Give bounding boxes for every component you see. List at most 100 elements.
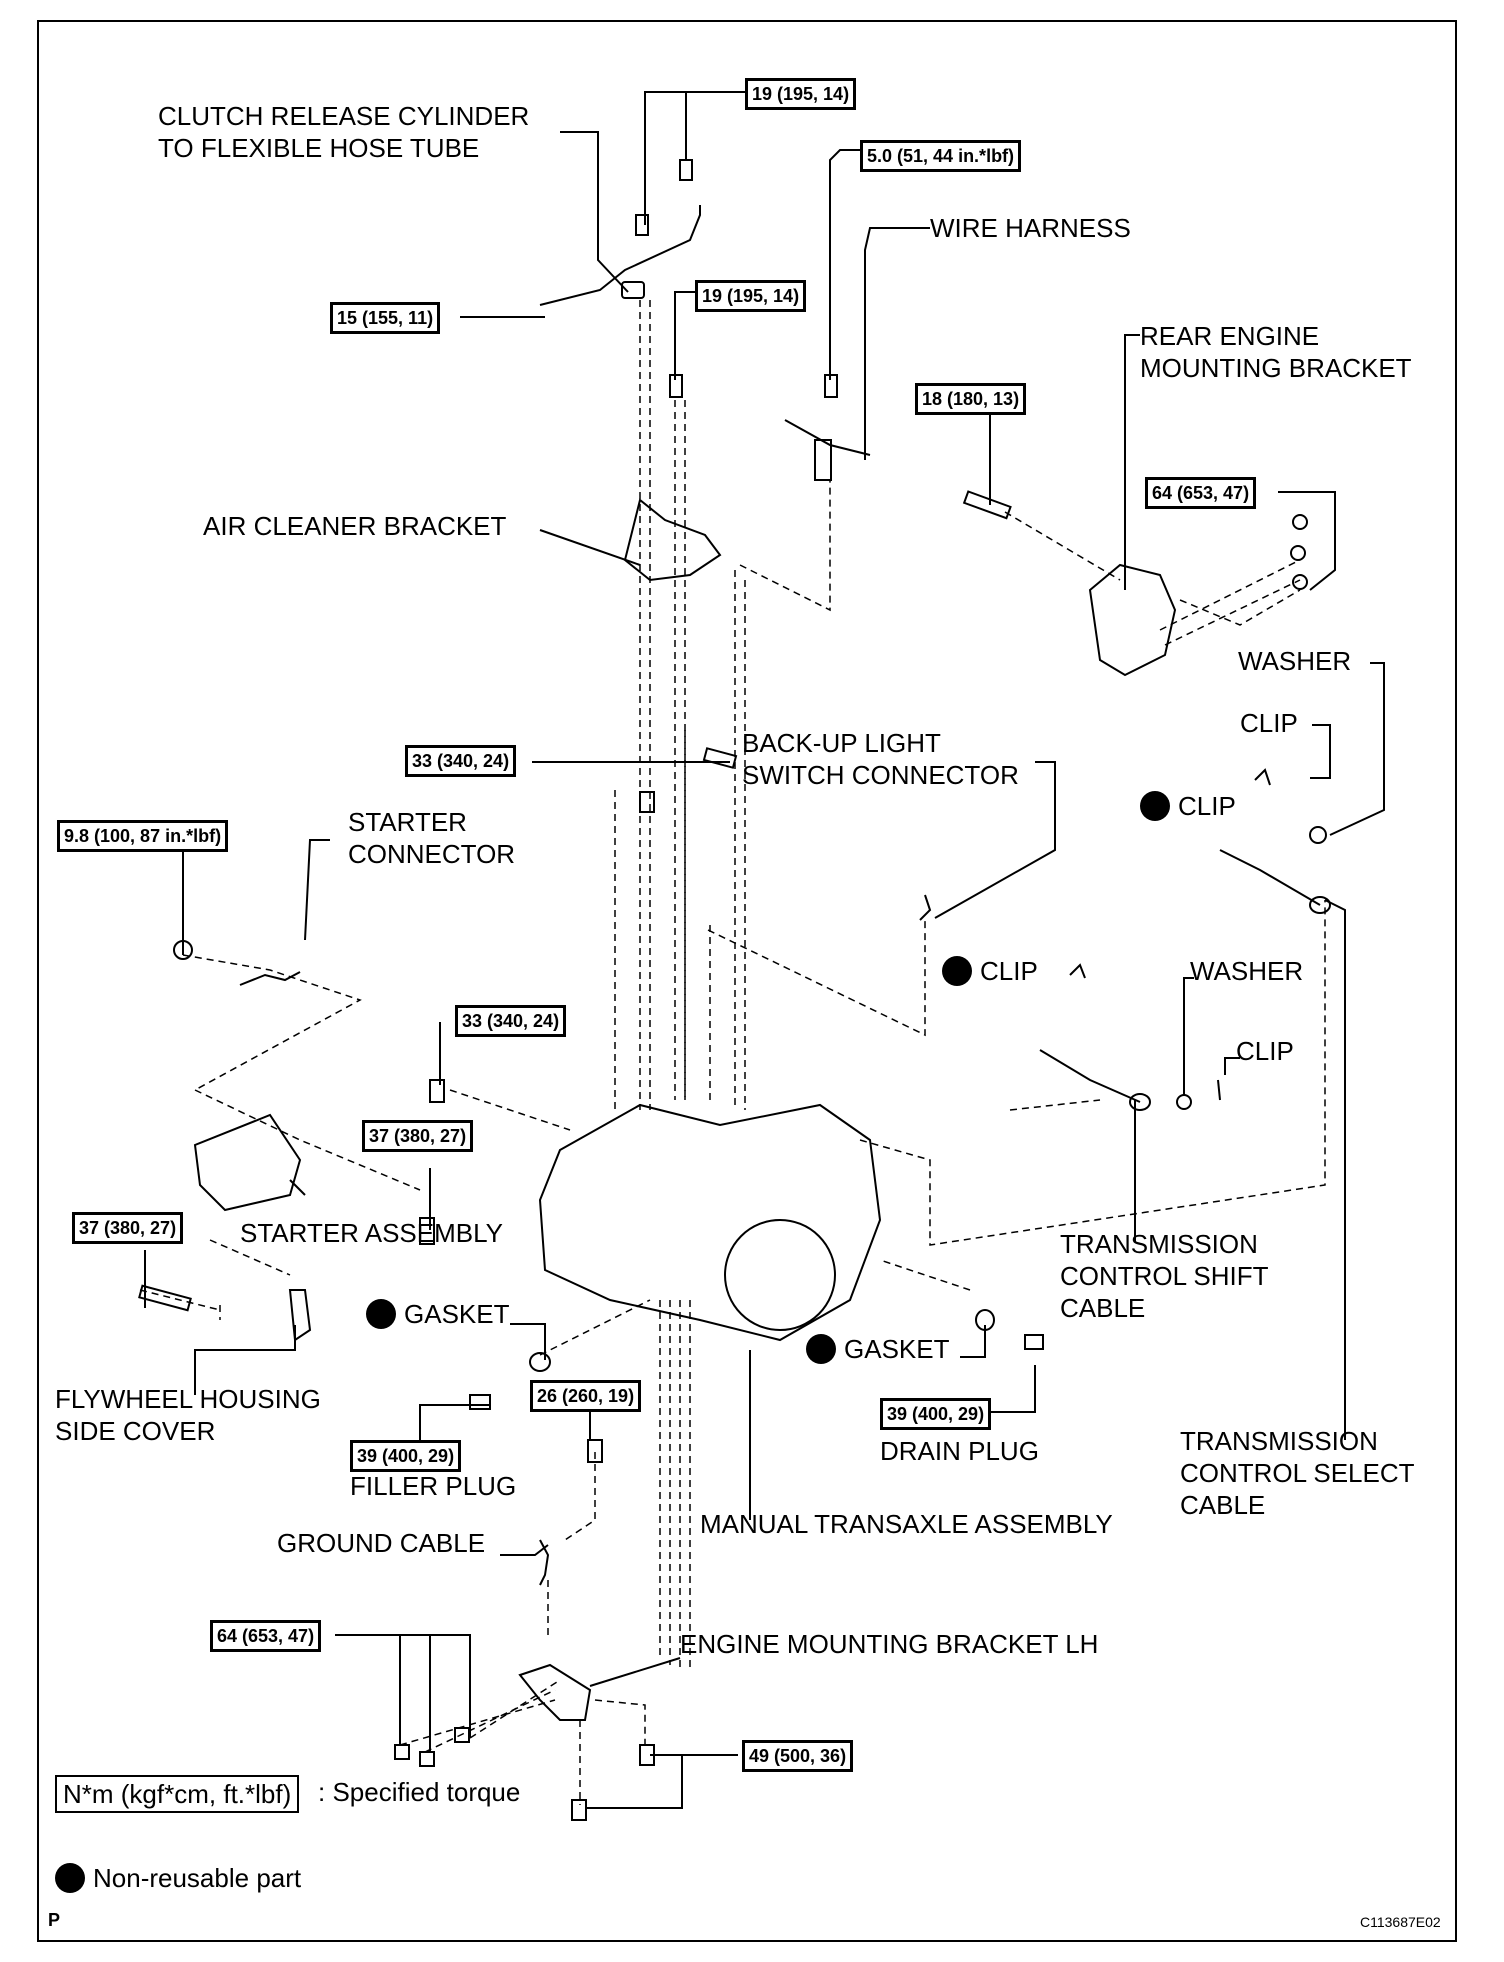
- label-gasket-left: GASKET: [366, 1298, 509, 1331]
- leader-t4: [674, 291, 695, 380]
- gasket-right: [975, 1309, 995, 1331]
- clip-upper: [1254, 768, 1271, 786]
- starter-connector-glyph: [239, 971, 301, 986]
- torque-spec: 33 (340, 24): [405, 745, 517, 777]
- nonreusable-dot-icon: [55, 1863, 85, 1894]
- torque-spec: 64 (653, 47): [1145, 477, 1257, 509]
- torque-spec: 9.8 (100, 87 in.*lbf): [57, 820, 229, 852]
- torque-spec: 18 (180, 13): [915, 383, 1027, 415]
- page-mark: P: [48, 1910, 61, 1930]
- label-filler-plug: FILLER PLUG: [350, 1471, 517, 1501]
- bolt-5: [962, 490, 1012, 520]
- torque-spec: 15 (155, 11): [330, 302, 441, 334]
- leader-wire: [864, 227, 930, 460]
- leader-gasket-r: [960, 1325, 986, 1358]
- backup-connector: [919, 894, 932, 921]
- starter-assembly-glyph: [193, 1113, 302, 1212]
- ground-cable-glyph: [539, 1539, 550, 1586]
- leader-air: [539, 529, 641, 566]
- washer-upper: [1309, 826, 1327, 844]
- label-ground-cable: GROUND CABLE: [277, 1528, 486, 1558]
- leader-engine-lh: [589, 1657, 681, 1687]
- label-clip: CLIP: [1236, 1036, 1294, 1066]
- leader-t15: [335, 1634, 471, 1738]
- wire-clamp: [814, 439, 832, 481]
- leader-washer-up: [1329, 662, 1385, 836]
- label-air-cleaner-bracket: AIR CLEANER BRACKET: [203, 511, 507, 541]
- filler-plug: [469, 1394, 491, 1410]
- select-cable-end: [1309, 896, 1331, 914]
- torque-spec: 64 (653, 47): [210, 1620, 322, 1652]
- label-washer: WASHER: [1238, 646, 1352, 676]
- label-clip-nonreusable: CLIP: [1140, 790, 1236, 823]
- nonreusable-dot-icon: [806, 1334, 836, 1365]
- bolt-2: [679, 159, 693, 181]
- shift-cable: [1039, 1049, 1141, 1103]
- nut-starter: [173, 940, 193, 960]
- label-clip-nonreusable: CLIP: [942, 955, 1038, 988]
- leader-backup: [934, 761, 1056, 919]
- torque-spec: 33 (340, 24): [455, 1005, 567, 1037]
- bolt-10: [419, 1217, 435, 1245]
- leader-t6: [1278, 491, 1336, 591]
- label-engine-mount-lh: ENGINE MOUNTING BRACKET LH: [680, 1629, 1099, 1659]
- hose-tube: [539, 205, 701, 306]
- air-cleaner-bracket: [623, 498, 722, 582]
- leader-gasket-l: [510, 1323, 546, 1360]
- bolt-17: [571, 1799, 587, 1821]
- leader-washer-mid: [1183, 977, 1194, 1095]
- transaxle-body: [538, 1103, 882, 1342]
- leader-select: [1324, 899, 1346, 1440]
- leader-clutch: [560, 131, 629, 293]
- torque-spec: 19 (195, 14): [695, 280, 807, 312]
- bolt-8: [639, 791, 655, 813]
- rear-mount-bracket: [1088, 563, 1177, 677]
- bolt-12: [587, 1439, 603, 1463]
- torque-spec: 5.0 (51, 44 in.*lbf): [860, 140, 1022, 172]
- leader-clip-up: [1310, 724, 1331, 779]
- label-gasket-right: GASKET: [806, 1333, 949, 1366]
- bolt-3: [669, 374, 683, 398]
- washer-mid: [1176, 1094, 1192, 1110]
- torque-spec: 39 (400, 29): [880, 1398, 992, 1430]
- torque-spec: 37 (380, 27): [362, 1120, 474, 1152]
- figure-code: C113687E02: [1360, 1914, 1441, 1930]
- legend-torque-box: N*m (kgf*cm, ft.*lbf): [55, 1775, 300, 1813]
- label-manual-transaxle: MANUAL TRANSAXLE ASSEMBLY: [700, 1509, 1113, 1539]
- label-drain-plug: DRAIN PLUG: [880, 1436, 1039, 1466]
- diagram-frame: [37, 20, 1457, 1942]
- bolt-7: [702, 747, 738, 769]
- leader-t1: [644, 91, 745, 225]
- bolt-16: [639, 1744, 655, 1766]
- clip-mid: [1217, 1079, 1221, 1101]
- leader-drain: [980, 1365, 1036, 1413]
- bolt-11: [138, 1284, 192, 1312]
- bolt-1: [635, 214, 649, 236]
- bolt-9: [429, 1079, 445, 1103]
- bolt-6c: [1292, 574, 1308, 590]
- flywheel-cover-glyph: [288, 1289, 312, 1342]
- leader-t2: [829, 149, 860, 380]
- hose-bracket: [621, 281, 645, 299]
- nonreusable-dot-icon: [1140, 791, 1170, 822]
- torque-spec: 39 (400, 29): [350, 1440, 462, 1472]
- clip-shift: [1069, 963, 1086, 979]
- leader-rear: [1124, 334, 1140, 590]
- label-wire-harness: WIRE HARNESS: [930, 213, 1131, 243]
- nonreusable-dot-icon: [366, 1299, 396, 1330]
- torque-spec: 26 (260, 19): [530, 1380, 642, 1412]
- torque-spec: 49 (500, 36): [742, 1740, 854, 1772]
- bolt-13: [394, 1744, 410, 1760]
- nonreusable-dot-icon: [942, 956, 972, 987]
- leader-clip-mid: [1224, 1057, 1240, 1075]
- legend-nonreusable: Non-reusable part: [55, 1862, 301, 1895]
- select-cable: [1219, 849, 1321, 906]
- bolt-4: [824, 374, 838, 398]
- gasket-left: [529, 1352, 551, 1372]
- torque-spec: 37 (380, 27): [72, 1212, 184, 1244]
- leader-ground: [500, 1544, 549, 1556]
